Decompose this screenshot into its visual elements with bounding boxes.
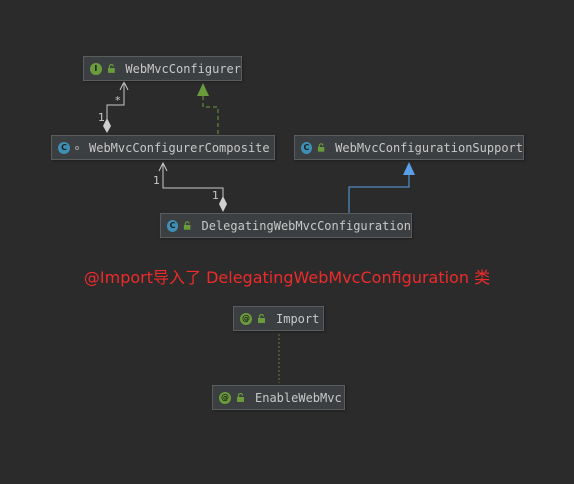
node-label: WebMvcConfigurationSupport xyxy=(335,140,523,155)
aggregation-diamond xyxy=(103,118,111,133)
edge-arrowhead xyxy=(119,80,129,91)
multiplicity-label: 1 xyxy=(153,174,160,187)
class-icon: C xyxy=(301,141,312,154)
lock-icon xyxy=(237,393,244,402)
node-delegatingwebmvcconfiguration[interactable]: C DelegatingWebMvcConfiguration xyxy=(160,213,412,238)
lock-icon xyxy=(184,221,191,230)
node-label: WebMvcConfigurer xyxy=(125,61,241,76)
multiplicity-label: 1 xyxy=(98,111,105,124)
lock-icon xyxy=(107,64,115,73)
lock-icon xyxy=(317,143,325,152)
node-label: Import xyxy=(276,311,320,326)
edge-delegating-extends-support xyxy=(348,173,410,213)
implements-arrowhead xyxy=(197,83,209,96)
extends-arrowhead xyxy=(403,162,415,175)
edge-composite-aggregates-webmvcconfigurer xyxy=(106,82,125,122)
annotation-icon: @ xyxy=(240,312,252,325)
edge-arrowhead xyxy=(158,161,168,172)
lock-icon xyxy=(258,314,265,323)
package-private-icon xyxy=(75,145,79,150)
node-import[interactable]: @ Import xyxy=(233,306,324,331)
node-webmvcconfigurercomposite[interactable]: C WebMvcConfigurerComposite xyxy=(51,135,275,160)
node-label: DelegatingWebMvcConfiguration xyxy=(201,218,411,233)
node-label: EnableWebMvc xyxy=(255,390,342,405)
diagram-caption: @Import导入了 DelegatingWebMvcConfiguration… xyxy=(83,268,491,287)
node-webmvcconfigurer[interactable]: I WebMvcConfigurer xyxy=(83,56,242,81)
class-icon: C xyxy=(58,141,70,154)
aggregation-diamond xyxy=(219,196,227,212)
node-webmvcconfigurationsupport[interactable]: C WebMvcConfigurationSupport xyxy=(294,135,524,160)
class-icon: C xyxy=(167,219,179,232)
node-enablewebmvc[interactable]: @ EnableWebMvc xyxy=(212,385,345,410)
edge-delegating-aggregates-composite xyxy=(162,163,224,199)
node-label: WebMvcConfigurerComposite xyxy=(89,140,270,155)
interface-icon: I xyxy=(90,62,102,75)
multiplicity-label: * xyxy=(115,94,121,107)
multiplicity-label: 1 xyxy=(212,189,219,202)
edge-composite-implements-webmvcconfigurer xyxy=(202,94,219,134)
annotation-icon: @ xyxy=(219,391,231,404)
